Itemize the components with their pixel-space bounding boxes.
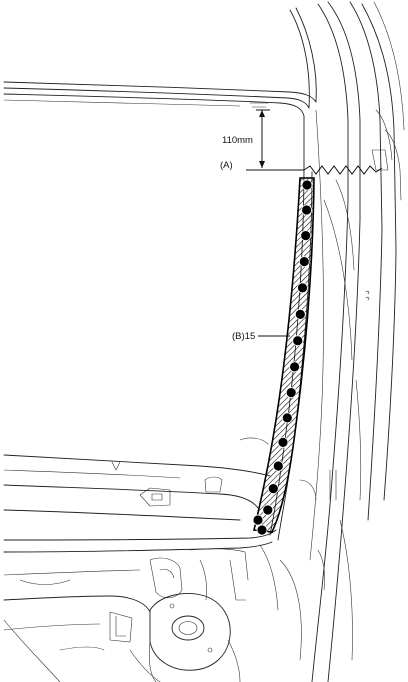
weld-spot [294, 308, 306, 320]
weld-spot [285, 387, 297, 399]
door-frame [289, 1, 405, 682]
weld-spot [272, 460, 284, 472]
weld-spot [267, 483, 279, 495]
weld-spot [301, 179, 313, 191]
weld-zone-b [252, 177, 315, 536]
cut-line-a: (A) [220, 160, 383, 175]
weld-spot [262, 504, 274, 516]
dimension-110mm: 110mm [222, 109, 270, 168]
weld-spot [297, 282, 308, 294]
weld-spot [289, 361, 301, 373]
weld-zone-callout: (B)15 [232, 331, 290, 342]
weld-spot [277, 436, 289, 448]
cut-line-label: (A) [220, 160, 233, 171]
weld-spot [252, 514, 264, 526]
weld-spot [301, 204, 313, 216]
weld-spot [256, 524, 268, 536]
weld-zone-label: (B)15 [232, 331, 255, 342]
dimension-label: 110mm [222, 135, 253, 146]
roof-rail [3, 81, 317, 166]
weld-spot [292, 335, 304, 347]
weld-spot [300, 230, 312, 242]
weld-spots [252, 179, 313, 536]
strut-tower [148, 593, 241, 682]
part-marks [365, 290, 370, 301]
weld-spot [281, 412, 293, 424]
weld-spot [298, 256, 310, 268]
